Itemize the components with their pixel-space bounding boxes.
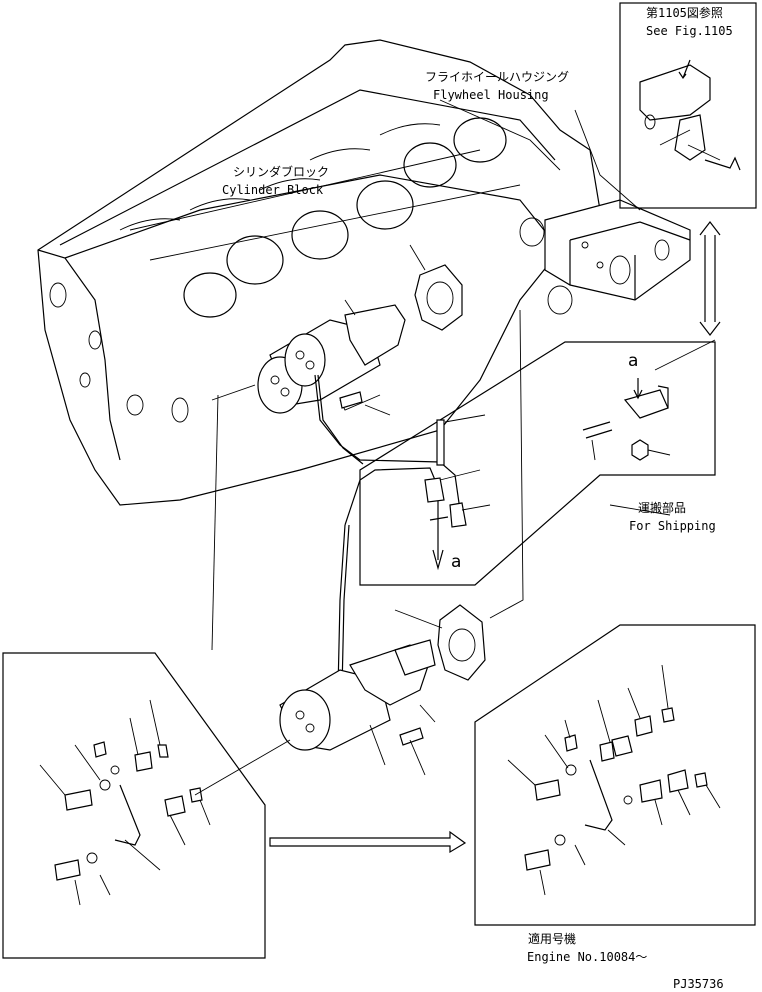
double-arrow-icon bbox=[699, 221, 721, 336]
marker-a-mid: a bbox=[451, 552, 461, 572]
right-arrow-icon bbox=[269, 830, 467, 854]
leader-lines bbox=[194, 99, 716, 796]
drawing-code-label: PJ35736 bbox=[673, 977, 724, 991]
fig-ref-en-label: See Fig.1105 bbox=[646, 24, 733, 38]
starter-lower bbox=[279, 639, 436, 751]
shipping-box bbox=[359, 341, 716, 586]
applicable-jp-label: 適用号機 bbox=[528, 931, 576, 946]
applicable-en-label: Engine No.10084～ bbox=[527, 950, 647, 964]
flywheel-bracket bbox=[544, 199, 691, 301]
flywheel-jp-label: フライホイールハウジング bbox=[425, 70, 569, 84]
right-detail-box bbox=[474, 624, 756, 926]
shipping-en-label: For Shipping bbox=[629, 519, 716, 533]
left-detail-box bbox=[2, 652, 266, 959]
harness bbox=[314, 374, 461, 511]
inset-fig-1105 bbox=[619, 2, 757, 209]
marker-a-top: a bbox=[628, 351, 638, 371]
flywheel-en-label: Flywheel Housing bbox=[433, 88, 549, 102]
cylinder-en-label: Cylinder Block bbox=[222, 183, 324, 197]
starter-upper bbox=[257, 304, 406, 414]
fig-ref-jp-label: 第1105図参照 bbox=[646, 5, 723, 20]
gasket-lower bbox=[437, 604, 486, 681]
shipping-jp-label: 運搬部品 bbox=[638, 500, 686, 515]
cylinder-jp-label: シリンダブロック bbox=[233, 164, 329, 179]
gasket-upper bbox=[414, 264, 463, 331]
cylinder-block bbox=[37, 39, 601, 506]
